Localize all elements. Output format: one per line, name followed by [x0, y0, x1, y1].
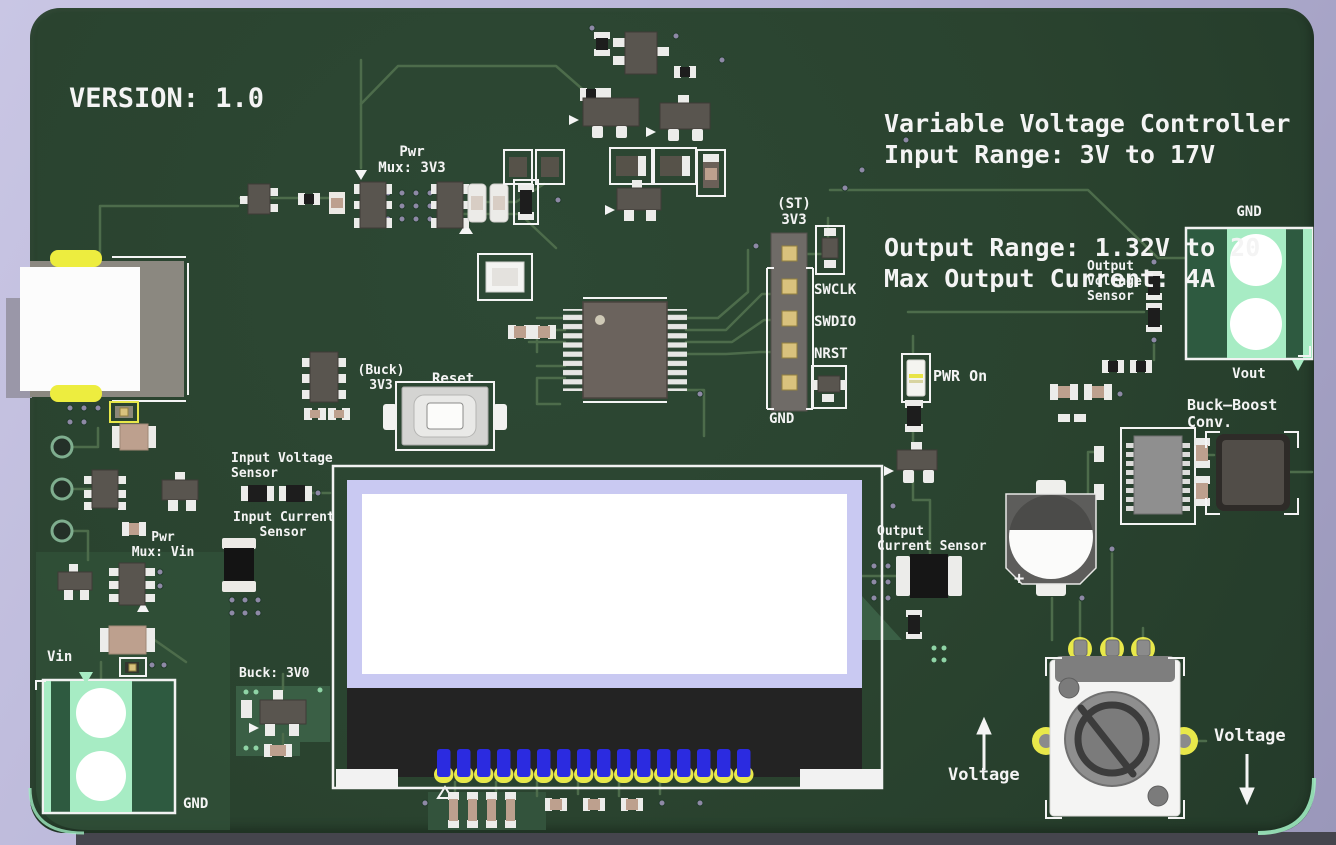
buck-3v0-regulator: [241, 690, 307, 757]
input-voltage-sensor-resistors: [241, 485, 312, 502]
label-swdio: SWDIO: [814, 314, 857, 330]
usb-connector: [6, 250, 189, 402]
vias: [66, 24, 1158, 807]
swd-header: [766, 225, 847, 412]
lcd-pins: [434, 749, 754, 783]
label-vin: Vin: [47, 649, 73, 665]
label-swclk: SWCLK: [814, 282, 857, 298]
label-reset: Reset: [432, 371, 475, 387]
label-gnd-bottom: GND: [183, 796, 209, 812]
lcd-display: [331, 464, 884, 790]
label-buck-3v0: Buck: 3V0: [239, 666, 310, 681]
potentiometer: [1032, 637, 1198, 819]
top-components: [477, 31, 726, 339]
label-st-gnd: GND: [769, 411, 795, 427]
pwr-on-led-circuit: [896, 353, 938, 483]
under-lcd-components: [448, 792, 643, 828]
label-vout: Vout: [1232, 366, 1266, 382]
label-buck-3v3: (Buck)3V3: [357, 363, 405, 393]
vin-terminal-block: [35, 625, 177, 815]
electrolytic-capacitor: [1005, 480, 1097, 596]
mcu-ic: [563, 297, 687, 403]
left-components: [50, 401, 199, 600]
label-nrst: NRST: [814, 346, 848, 362]
buck-3v3-regulator: [302, 351, 350, 420]
board-edge-highlights: [28, 777, 1316, 835]
label-gnd-top: GND: [1236, 204, 1262, 220]
label-voltage-up: Voltage: [948, 765, 1020, 785]
board-side-shadow: [76, 832, 1336, 845]
input-current-shunt: [222, 538, 256, 592]
label-voltage-down: Voltage: [1214, 726, 1286, 746]
voltage-down-arrow: [1239, 754, 1255, 806]
label-cap-polarity: +: [1014, 569, 1025, 589]
pwr-mux-vin-circuit: [109, 522, 155, 606]
pwr-mux-3v3-circuit: [240, 179, 539, 229]
silkscreen-markers: [137, 115, 894, 799]
voltage-up-arrow: [976, 716, 992, 770]
output-voltage-sensor-resistors: [1146, 271, 1162, 332]
label-pwr-on: PWR On: [933, 367, 988, 385]
output-current-shunt: [896, 554, 962, 639]
reset-button: [383, 381, 507, 451]
label-st-header: (ST)3V3: [777, 196, 811, 228]
label-version: VERSION: 1.0: [69, 83, 265, 114]
vout-terminal-block: [1184, 226, 1314, 371]
buck-boost-converter: [1050, 360, 1299, 525]
